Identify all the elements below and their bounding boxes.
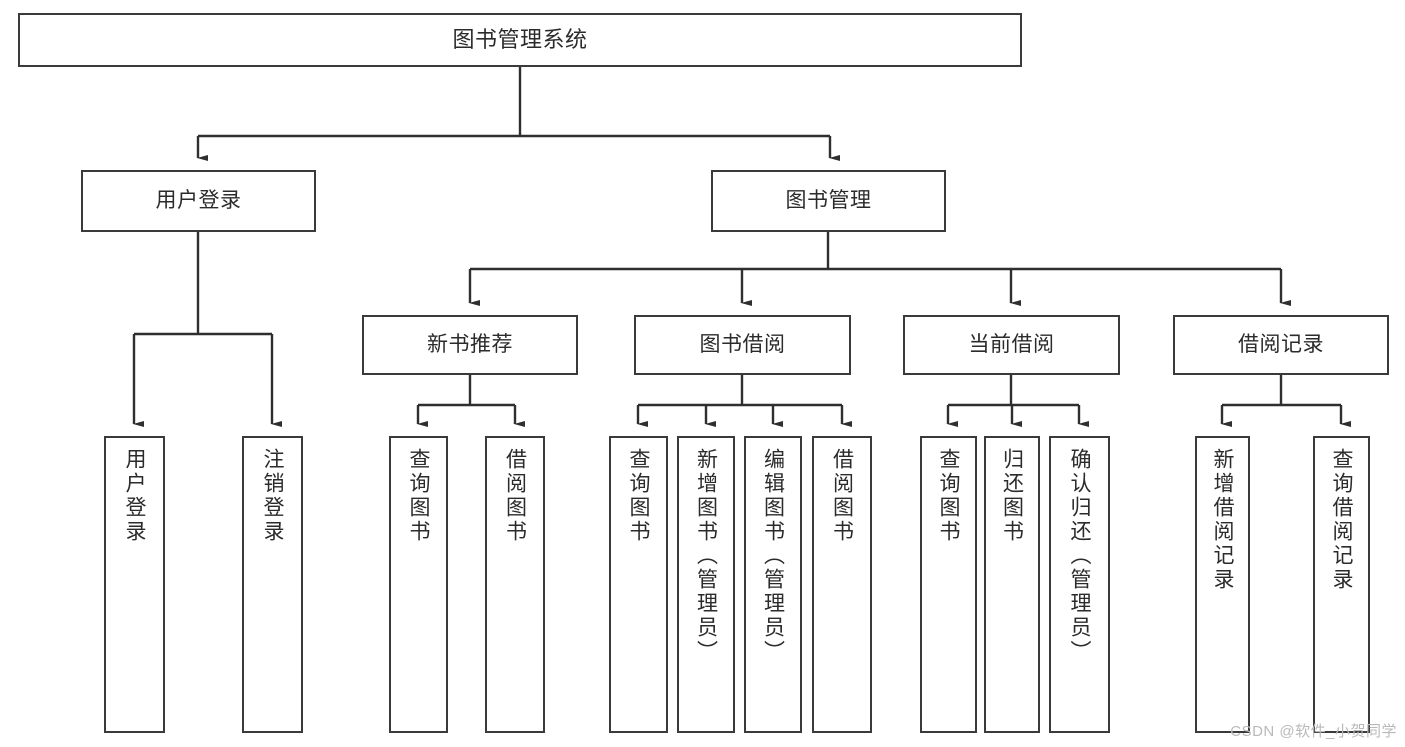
node-current-borrow[interactable]: 当前借阅 <box>903 315 1120 375</box>
node-root-label: 图书管理系统 <box>452 27 588 53</box>
node-new-book-recommend[interactable]: 新书推荐 <box>362 315 578 375</box>
leaf-query-book-2-label: 查询图书 <box>627 448 650 544</box>
node-borrow-record[interactable]: 借阅记录 <box>1173 315 1389 375</box>
leaf-edit-book-label: 编辑图书（管理员） <box>761 448 785 664</box>
leaf-borrow-book-1[interactable]: 借阅图书 <box>485 436 545 733</box>
watermark: CSDN @软件_小贺同学 <box>1230 723 1397 740</box>
leaf-user-login[interactable]: 用户登录 <box>104 436 165 733</box>
leaf-borrow-book-2[interactable]: 借阅图书 <box>812 436 872 733</box>
leaf-edit-book[interactable]: 编辑图书（管理员） <box>744 436 802 733</box>
leaf-query-record[interactable]: 查询借阅记录 <box>1313 436 1370 733</box>
leaf-return-book-label: 归还图书 <box>1000 448 1024 544</box>
leaf-confirm-return-label: 确认归还（管理员） <box>1068 448 1091 664</box>
leaf-confirm-return[interactable]: 确认归还（管理员） <box>1049 436 1110 733</box>
leaf-add-book-label: 新增图书（管理员） <box>694 448 718 664</box>
node-book-borrow-label: 图书借阅 <box>699 332 786 356</box>
node-user-login[interactable]: 用户登录 <box>81 170 316 232</box>
leaf-query-book-1[interactable]: 查询图书 <box>389 436 448 733</box>
leaf-add-record[interactable]: 新增借阅记录 <box>1195 436 1250 733</box>
leaf-query-book-1-label: 查询图书 <box>407 448 430 544</box>
node-current-borrow-label: 当前借阅 <box>968 332 1055 356</box>
node-new-book-recommend-label: 新书推荐 <box>427 332 513 356</box>
leaf-return-book[interactable]: 归还图书 <box>984 436 1040 733</box>
leaf-logout-label: 注销登录 <box>261 448 284 544</box>
leaf-logout[interactable]: 注销登录 <box>242 436 303 733</box>
node-book-manage-label: 图书管理 <box>785 188 872 212</box>
leaf-borrow-book-2-label: 借阅图书 <box>830 448 854 544</box>
node-user-login-label: 用户登录 <box>155 188 242 212</box>
leaf-query-book-2[interactable]: 查询图书 <box>609 436 668 733</box>
leaf-add-record-label: 新增借阅记录 <box>1211 448 1234 592</box>
node-root[interactable]: 图书管理系统 <box>18 13 1022 67</box>
leaf-query-book-3-label: 查询图书 <box>937 448 960 544</box>
node-book-borrow[interactable]: 图书借阅 <box>634 315 851 375</box>
leaf-user-login-label: 用户登录 <box>123 448 146 544</box>
leaf-query-book-3[interactable]: 查询图书 <box>920 436 977 733</box>
leaf-borrow-book-1-label: 借阅图书 <box>503 448 527 544</box>
node-book-manage[interactable]: 图书管理 <box>711 170 946 232</box>
leaf-query-record-label: 查询借阅记录 <box>1330 448 1353 592</box>
node-borrow-record-label: 借阅记录 <box>1238 332 1324 356</box>
leaf-add-book[interactable]: 新增图书（管理员） <box>677 436 735 733</box>
